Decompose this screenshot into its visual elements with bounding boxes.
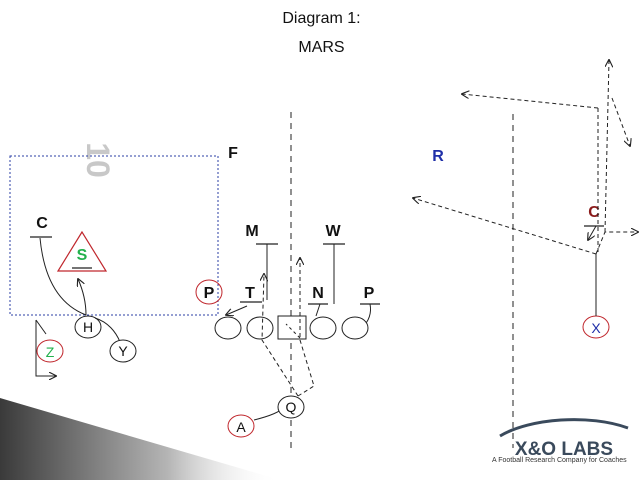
lineman-2	[246, 316, 274, 340]
diagram-title: Diagram 1:	[282, 10, 361, 27]
xo-labs-logo: X&O LABS	[499, 418, 629, 460]
player-a-circle	[227, 414, 255, 438]
defender-p-left: P	[204, 285, 215, 302]
x-deep-cross-route	[462, 94, 599, 109]
yard-number: 10	[80, 142, 116, 178]
zone-coverage-box	[9, 155, 219, 316]
player-q: Q	[286, 399, 297, 415]
defender-rover: R	[432, 148, 444, 165]
player-y-circle	[109, 339, 137, 363]
z-release	[35, 319, 47, 335]
defender-p-left-circle	[195, 279, 223, 305]
x-post-route	[413, 198, 597, 255]
player-y: Y	[118, 343, 128, 359]
corner-left-path	[39, 237, 87, 316]
lineman-1	[214, 316, 242, 340]
defender-safety: S	[77, 247, 88, 264]
player-h: H	[83, 319, 93, 335]
q-dashed-route	[298, 258, 315, 397]
defender-nose: N	[312, 285, 324, 302]
defender-corner-left: C	[36, 215, 48, 232]
safety-triangle	[56, 230, 108, 272]
logo-swoosh	[499, 418, 629, 438]
corner-right-backpedal	[588, 225, 597, 240]
logo-tagline: A Football Research Company for Coaches	[492, 457, 627, 464]
player-q-circle	[277, 395, 305, 419]
player-a: A	[236, 419, 246, 435]
player-x: X	[591, 320, 601, 336]
safety-drop-route	[78, 279, 87, 316]
play-name: MARS	[298, 39, 345, 56]
player-h-circle	[74, 315, 102, 339]
defender-free-safety: F	[228, 145, 238, 162]
a-dashed-route	[262, 274, 299, 397]
x-out-route	[595, 232, 638, 255]
defender-mike: M	[245, 223, 258, 240]
defender-p-right: P	[364, 285, 375, 302]
player-z: Z	[46, 344, 55, 360]
tackle-block-arrow	[226, 305, 248, 315]
lineman-4	[309, 316, 337, 340]
defender-corner-right: C	[588, 204, 600, 221]
decorative-shadow	[0, 398, 280, 480]
lineman-5	[341, 316, 369, 340]
x-go-route	[604, 60, 609, 233]
z-route	[35, 320, 56, 376]
defender-tackle: T	[245, 285, 255, 302]
h-route	[94, 317, 121, 343]
x-corner-route	[611, 97, 630, 146]
player-z-circle	[36, 339, 64, 363]
logo-wordmark: X&O LABS	[515, 439, 613, 460]
defender-will: W	[325, 223, 341, 240]
nose-contact	[315, 303, 321, 317]
center-box	[277, 315, 307, 340]
